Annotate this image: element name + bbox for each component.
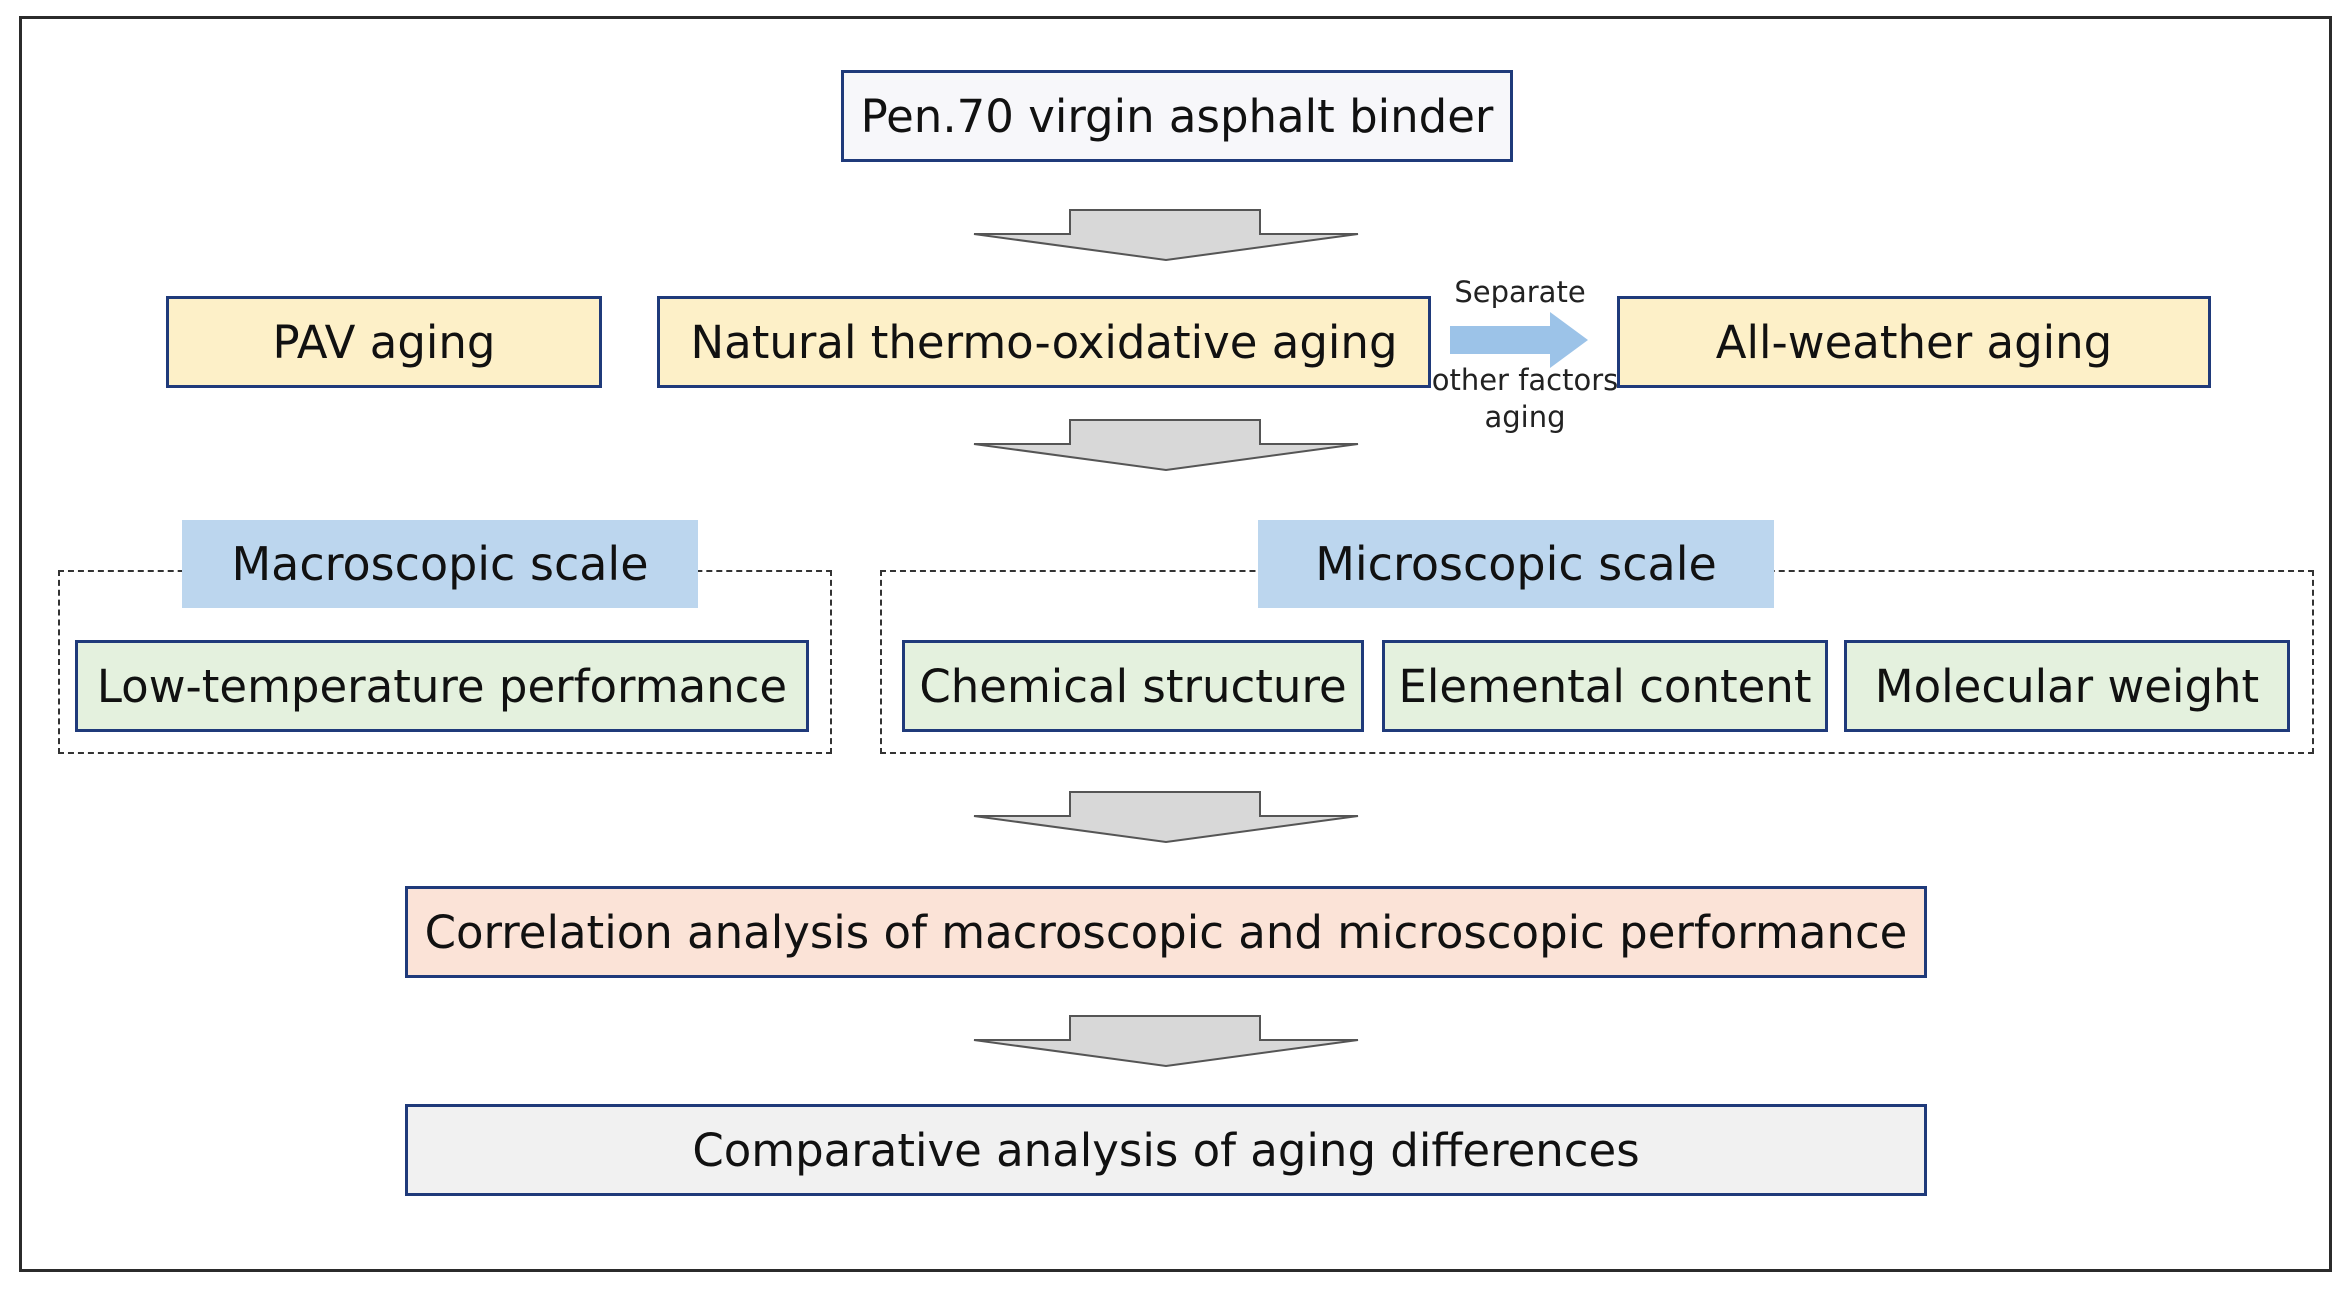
all-weather-aging-label: All-weather aging: [1715, 315, 2113, 369]
micro-indicator-label: Chemical structure: [919, 659, 1347, 713]
down-arrow-icon-1: [973, 209, 1359, 262]
micro-indicator-box: Molecular weight: [1844, 640, 2290, 732]
macro-indicator-box: Low-temperature performance: [75, 640, 809, 732]
source-label: Pen.70 virgin asphalt binder: [860, 89, 1494, 143]
source-box: Pen.70 virgin asphalt binder: [841, 70, 1513, 162]
all-weather-aging-box: All-weather aging: [1617, 296, 2211, 388]
right-arrow-icon: [1450, 312, 1588, 368]
down-arrow-icon-2: [973, 419, 1359, 472]
micro-indicator-box: Elemental content: [1382, 640, 1828, 732]
micro-indicator-label: Molecular weight: [1874, 659, 2260, 713]
correlation-label: Correlation analysis of macroscopic and …: [424, 905, 1908, 959]
aging-label: aging: [1484, 400, 1566, 434]
micro-indicator-label: Elemental content: [1398, 659, 1812, 713]
separate-label: Separate: [1454, 275, 1586, 309]
microscopic-scale-label: Microscopic scale: [1315, 537, 1717, 591]
natural-aging-box: Natural thermo-oxidative aging: [657, 296, 1431, 388]
macro-indicator-label: Low-temperature performance: [96, 659, 788, 713]
down-arrow-icon-4: [973, 1015, 1359, 1068]
comparative-label: Comparative analysis of aging difference…: [692, 1123, 1640, 1177]
pav-aging-box: PAV aging: [166, 296, 602, 388]
macroscopic-scale-header: Macroscopic scale: [182, 520, 698, 608]
comparative-box: Comparative analysis of aging difference…: [405, 1104, 1927, 1196]
down-arrow-icon-3: [973, 791, 1359, 844]
pav-aging-label: PAV aging: [272, 315, 496, 369]
micro-indicator-box: Chemical structure: [902, 640, 1364, 732]
other-factors-label: other factors: [1431, 363, 1619, 397]
correlation-box: Correlation analysis of macroscopic and …: [405, 886, 1927, 978]
microscopic-scale-header: Microscopic scale: [1258, 520, 1774, 608]
natural-aging-label: Natural thermo-oxidative aging: [690, 315, 1398, 369]
macroscopic-scale-label: Macroscopic scale: [231, 537, 649, 591]
